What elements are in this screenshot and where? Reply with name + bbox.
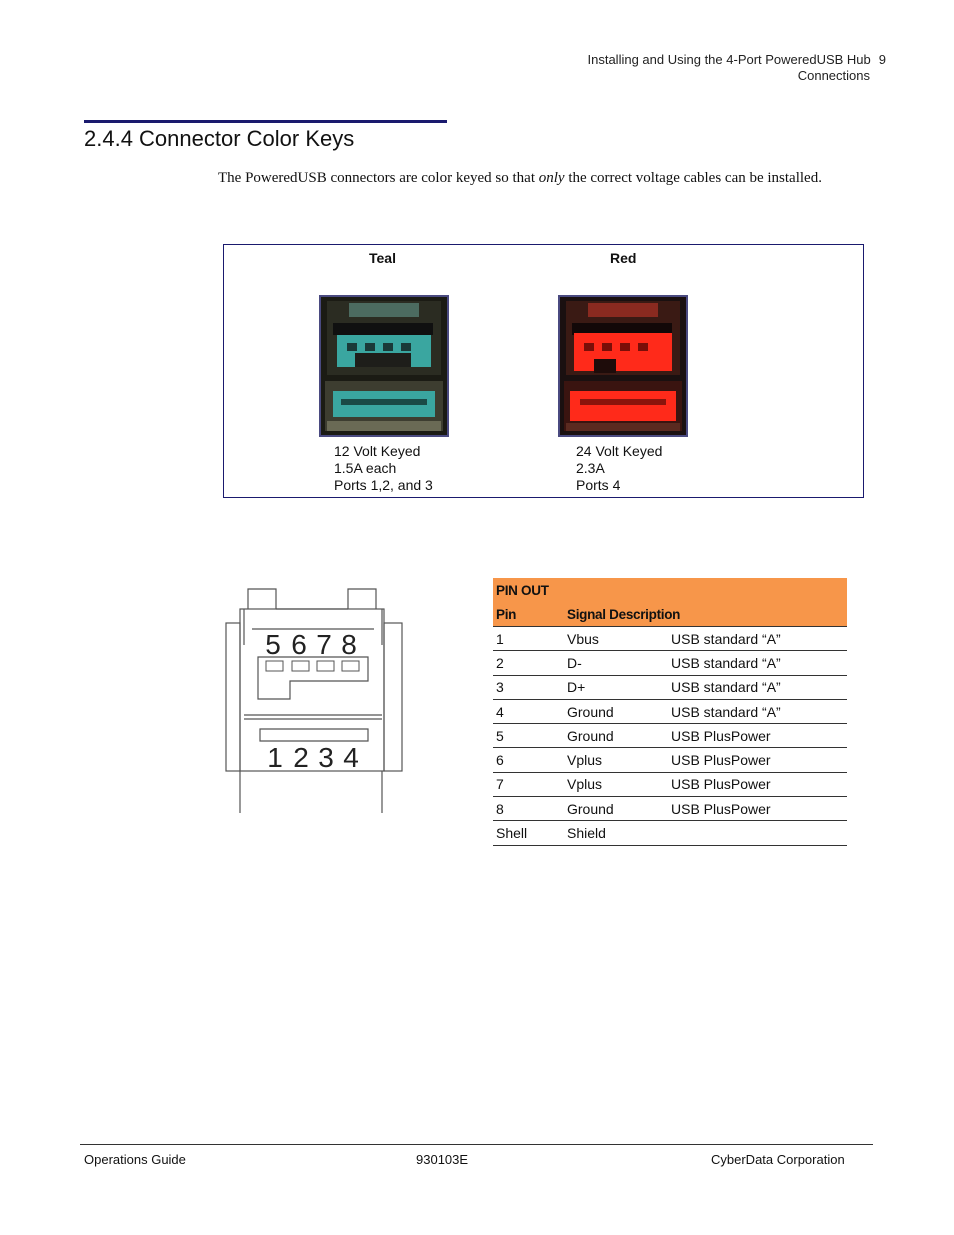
pin-label: 6	[291, 629, 307, 660]
signal-cell: D+	[564, 675, 668, 700]
connector-voltage: 24 Volt Keyed	[576, 443, 663, 459]
footer-right: CyberData Corporation	[711, 1152, 845, 1167]
description-cell: USB PlusPower	[668, 723, 847, 749]
connector-description: 12 Volt Keyed 1.5A each Ports 1,2, and 3	[334, 443, 433, 494]
table-title: PIN OUT	[493, 578, 847, 602]
connector-ports: Ports 4	[576, 477, 621, 493]
footer-rule	[80, 1144, 873, 1145]
signal-cell: Ground	[564, 796, 668, 822]
description-cell: USB PlusPower	[668, 796, 847, 822]
connector-voltage: 12 Volt Keyed	[334, 443, 421, 459]
description-cell: USB standard “A”	[668, 699, 847, 725]
connector-current: 2.3A	[576, 460, 605, 476]
pin-cell: 8	[493, 796, 564, 822]
signal-cell: Vbus	[564, 626, 668, 652]
connector-description: 24 Volt Keyed 2.3A Ports 4	[576, 443, 662, 494]
intro-emphasis: only	[538, 170, 565, 186]
connector-color-label: Teal	[369, 250, 396, 266]
table-header-row: Pin Signal Description	[493, 602, 847, 627]
description-cell: USB standard “A”	[668, 626, 847, 652]
pin-label: 5	[265, 629, 281, 660]
pin-label: 8	[341, 629, 357, 660]
pin-cell: 5	[493, 723, 564, 749]
section-title: 2.4.4 Connector Color Keys	[84, 126, 355, 151]
pin-diagram: 5 6 7 8 1 2 3 4	[225, 588, 403, 813]
pin-cell: 6	[493, 747, 564, 773]
connector-color-box: Teal 12 Volt Keyed 1.5A each Ports 1,2, …	[223, 244, 864, 498]
connector-color-label: Red	[610, 250, 637, 266]
pin-label: 7	[316, 629, 332, 660]
header-subtitle: Connections	[797, 68, 870, 83]
running-header: Installing and Using the 4-Port PoweredU…	[588, 52, 887, 84]
intro-text-end: the correct voltage cables can be instal…	[564, 170, 822, 186]
pin-label: 2	[293, 742, 309, 773]
description-cell: USB standard “A”	[668, 650, 847, 676]
description-cell	[668, 820, 847, 846]
description-cell: USB standard “A”	[668, 675, 847, 700]
intro-paragraph: The PoweredUSB connectors are color keye…	[218, 170, 822, 187]
section-rule	[84, 120, 447, 123]
pin-cell: 7	[493, 772, 564, 798]
pin-cell: 4	[493, 699, 564, 725]
red-connector-photo	[558, 295, 688, 437]
connector-ports: Ports 1,2, and 3	[334, 477, 433, 493]
footer-center: 930103E	[416, 1152, 469, 1167]
description-cell: USB PlusPower	[668, 747, 847, 773]
table-title-row: PIN OUT	[493, 578, 847, 602]
signal-cell: Vplus	[564, 747, 668, 773]
header-title: Installing and Using the 4-Port PoweredU…	[587, 52, 871, 67]
column-header-signal: Signal Description	[564, 602, 847, 627]
pin-label: 3	[318, 742, 334, 773]
pin-cell: 3	[493, 675, 564, 700]
column-header-pin: Pin	[493, 602, 564, 627]
signal-cell: Shield	[564, 820, 668, 846]
pin-cell: 2	[493, 650, 564, 676]
pin-label: 4	[343, 742, 359, 773]
pin-cell: Shell	[493, 820, 564, 846]
description-cell: USB PlusPower	[668, 772, 847, 798]
page-number: 9	[878, 52, 886, 67]
pin-label: 1	[267, 742, 283, 773]
pin-cell: 1	[493, 626, 564, 652]
intro-text-start: The PoweredUSB connectors are color keye…	[218, 170, 539, 186]
signal-cell: Vplus	[564, 772, 668, 798]
signal-cell: Ground	[564, 699, 668, 725]
signal-cell: Ground	[564, 723, 668, 749]
footer-left: Operations Guide	[84, 1152, 186, 1167]
signal-cell: D-	[564, 650, 668, 676]
connector-current: 1.5A each	[334, 460, 397, 476]
teal-connector-photo	[319, 295, 449, 437]
